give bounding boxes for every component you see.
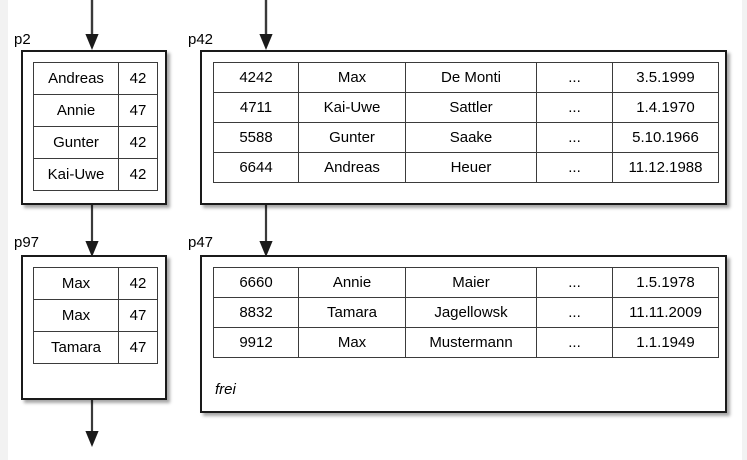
cell-last-name: De Monti <box>405 62 537 93</box>
cell-pointer: 42 <box>118 62 158 95</box>
cell-last-name: Mustermann <box>405 327 537 358</box>
cell-first-name: Gunter <box>298 122 406 153</box>
cell-first-name: Kai-Uwe <box>298 92 406 123</box>
arrow-p42-to-p47 <box>259 203 273 257</box>
cell-date: 1.1.1949 <box>612 327 719 358</box>
table-row: 8832 Tamara Jagellowsk ... 11.11.2009 <box>213 297 719 328</box>
cell-key: 6660 <box>213 267 299 298</box>
cell-more: ... <box>536 122 613 153</box>
cell-more: ... <box>536 152 613 183</box>
cell-more: ... <box>536 62 613 93</box>
cell-name: Kai-Uwe <box>33 158 119 191</box>
table-row: 4711 Kai-Uwe Sattler ... 1.4.1970 <box>213 92 719 123</box>
cell-name: Tamara <box>33 331 119 364</box>
cell-pointer: 42 <box>118 158 158 191</box>
cell-date: 11.11.2009 <box>612 297 719 328</box>
right-margin-gutter <box>742 0 747 460</box>
left-margin-gutter <box>0 0 8 460</box>
page-label-p42: p42 <box>188 31 214 48</box>
table-row: Annie 47 <box>33 94 158 127</box>
cell-first-name: Annie <box>298 267 406 298</box>
arrow-into-p2 <box>85 0 99 50</box>
cell-first-name: Tamara <box>298 297 406 328</box>
cell-key: 9912 <box>213 327 299 358</box>
cell-pointer: 47 <box>118 299 158 332</box>
record-table-p42: 4242 Max De Monti ... 3.5.1999 4711 Kai-… <box>213 62 719 183</box>
cell-first-name: Max <box>298 62 406 93</box>
cell-pointer: 42 <box>118 126 158 159</box>
cell-pointer: 47 <box>118 331 158 364</box>
cell-more: ... <box>536 267 613 298</box>
cell-last-name: Jagellowsk <box>405 297 537 328</box>
cell-first-name: Max <box>298 327 406 358</box>
table-row: Tamara 47 <box>33 331 158 364</box>
cell-last-name: Sattler <box>405 92 537 123</box>
table-row: Gunter 42 <box>33 126 158 159</box>
cell-name: Max <box>33 299 119 332</box>
cell-pointer: 47 <box>118 94 158 127</box>
cell-pointer: 42 <box>118 267 158 300</box>
record-table-p97: Max 42 Max 47 Tamara 47 <box>33 267 158 364</box>
table-row: Kai-Uwe 42 <box>33 158 158 191</box>
cell-first-name: Andreas <box>298 152 406 183</box>
free-space-label: frei <box>215 381 236 398</box>
cell-more: ... <box>536 297 613 328</box>
cell-date: 1.4.1970 <box>612 92 719 123</box>
cell-key: 8832 <box>213 297 299 328</box>
page-label-p2: p2 <box>14 31 31 48</box>
cell-date: 3.5.1999 <box>612 62 719 93</box>
arrow-p2-to-p97 <box>85 203 99 257</box>
page-label-p47: p47 <box>188 234 214 251</box>
cell-key: 4242 <box>213 62 299 93</box>
cell-last-name: Heuer <box>405 152 537 183</box>
record-table-p2: Andreas 42 Annie 47 Gunter 42 Kai-Uwe 42 <box>33 62 158 191</box>
table-row: 6660 Annie Maier ... 1.5.1978 <box>213 267 719 298</box>
cell-name: Max <box>33 267 119 300</box>
cell-name: Gunter <box>33 126 119 159</box>
table-row: Max 47 <box>33 299 158 332</box>
cell-key: 5588 <box>213 122 299 153</box>
cell-key: 6644 <box>213 152 299 183</box>
cell-more: ... <box>536 92 613 123</box>
cell-date: 5.10.1966 <box>612 122 719 153</box>
table-row: 6644 Andreas Heuer ... 11.12.1988 <box>213 152 719 183</box>
cell-date: 1.5.1978 <box>612 267 719 298</box>
record-table-p47: 6660 Annie Maier ... 1.5.1978 8832 Tamar… <box>213 267 719 358</box>
arrow-into-p42 <box>259 0 273 50</box>
cell-more: ... <box>536 327 613 358</box>
cell-last-name: Saake <box>405 122 537 153</box>
table-row: Andreas 42 <box>33 62 158 95</box>
cell-last-name: Maier <box>405 267 537 298</box>
cell-date: 11.12.1988 <box>612 152 719 183</box>
cell-name: Annie <box>33 94 119 127</box>
table-row: 5588 Gunter Saake ... 5.10.1966 <box>213 122 719 153</box>
table-row: 9912 Max Mustermann ... 1.1.1949 <box>213 327 719 358</box>
cell-name: Andreas <box>33 62 119 95</box>
table-row: Max 42 <box>33 267 158 300</box>
cell-key: 4711 <box>213 92 299 123</box>
page-label-p97: p97 <box>14 234 40 251</box>
table-row: 4242 Max De Monti ... 3.5.1999 <box>213 62 719 93</box>
arrow-out-of-p97 <box>85 399 99 447</box>
